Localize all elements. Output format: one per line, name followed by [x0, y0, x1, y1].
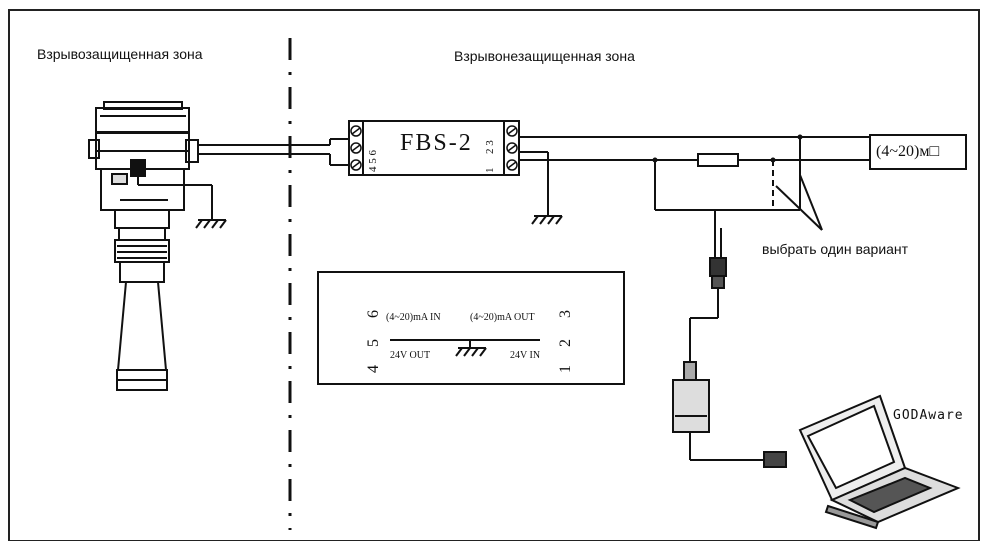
barrier-right-terminals: [506, 125, 518, 171]
radar-level-meter: [88, 101, 199, 391]
detail-out-label: (4~20)mA OUT: [470, 312, 535, 323]
terminal-detail-lines: [390, 339, 540, 357]
output-box-label: (4~20)м□: [876, 143, 940, 160]
barrier-left-terminals: [350, 125, 362, 171]
non-explosion-proof-zone-label: Взрывонезащищенная зона: [454, 48, 635, 64]
terminal-detail-box: [317, 271, 625, 385]
detail-pin-1: 1: [557, 365, 574, 373]
meter-cable: [197, 138, 349, 166]
barrier-right-terminal-number-bottom: 1: [484, 167, 496, 174]
detail-pin-3: 3: [557, 310, 574, 318]
barrier-right-terminal-numbers-top: 2 3: [484, 140, 496, 154]
barrier-name: FBS-2: [400, 130, 473, 156]
detail-in-label: (4~20)mA IN: [386, 312, 441, 323]
laptop: [798, 394, 961, 530]
hart-connector: [689, 228, 727, 368]
detail-24v-out-label: 24V OUT: [390, 350, 431, 361]
detail-pin-5: 5: [365, 339, 382, 347]
diagram-border: [8, 9, 980, 541]
software-label: GODAware: [893, 408, 964, 423]
output-box: [869, 134, 967, 170]
meter-ground-symbol: [137, 176, 227, 229]
choose-option-label: выбрать один вариант: [762, 241, 909, 257]
detail-pin-4: 4: [365, 365, 382, 373]
explosion-proof-zone-label: Взрывозащищенная зона: [37, 46, 203, 62]
barrier-ground-symbol: [519, 151, 563, 225]
detail-24v-in-label: 24V IN: [510, 350, 541, 361]
fbs2-barrier: [348, 120, 520, 176]
detail-pin-6: 6: [365, 310, 382, 318]
output-lines: [519, 136, 870, 231]
junction-dots: [652, 134, 803, 163]
detail-pin-2: 2: [557, 339, 574, 347]
hart-modem: [672, 361, 787, 468]
barrier-left-terminal-numbers: 4 5 6: [367, 150, 379, 172]
